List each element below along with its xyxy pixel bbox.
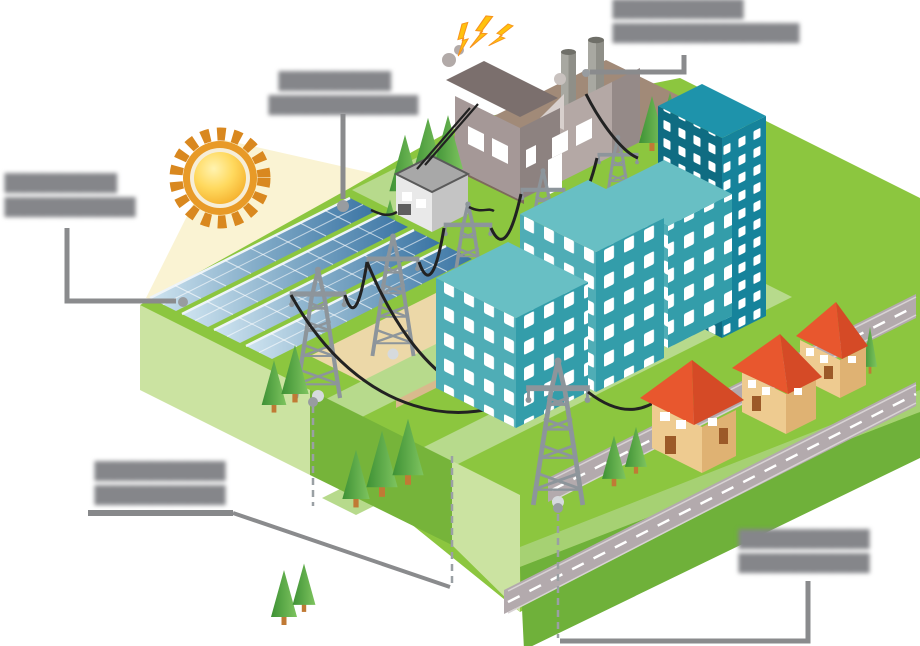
label-line: ■■■■■■■ — [92, 455, 228, 485]
label-power-plant: ■■■■■■■ ■■■■■■■■■■ — [610, 0, 802, 47]
house — [640, 360, 744, 473]
label-line: ■■■■■■ — [276, 65, 393, 95]
label-underline — [88, 510, 233, 516]
smoke-puff — [554, 73, 566, 85]
terrace-face-left — [140, 305, 310, 475]
door — [824, 366, 833, 379]
solar-panel-row — [149, 196, 376, 311]
solar-panel-row — [181, 212, 408, 327]
sun-icon — [169, 127, 271, 229]
lightning-icon — [469, 14, 494, 50]
label-solar-panels: ■■■■■■ ■■■■■■■ — [2, 167, 138, 221]
label-line: ■■■■■■■ — [92, 479, 228, 509]
transformer-box — [398, 204, 411, 215]
door — [719, 428, 728, 444]
label-transmission-towers: ■■■■■■■ ■■■■■■■ — [92, 455, 228, 509]
label-line: ■■■■■■■ — [736, 523, 872, 553]
label-line: ■■■■■■ — [2, 167, 119, 197]
leader-lines — [64, 55, 811, 644]
power-plant — [430, 14, 700, 204]
label-line: ■■■■■■■ — [2, 191, 138, 221]
leader-dots — [178, 69, 590, 513]
houses — [640, 302, 868, 473]
label-line: ■■■■■■■ — [610, 0, 746, 23]
plant-windows — [468, 118, 592, 195]
label-line: ■■■■■■■■ — [266, 89, 421, 119]
label-line: ■■■■■■■ — [736, 547, 872, 577]
label-distribution: ■■■■■■■ ■■■■■■■ — [736, 523, 872, 577]
label-inverter-station: ■■■■■■ ■■■■■■■■ — [266, 65, 421, 119]
smoke-puff — [442, 53, 456, 67]
road-lower — [504, 382, 917, 614]
door — [665, 436, 676, 454]
terrace-face-right — [520, 412, 920, 646]
office-building — [436, 242, 588, 428]
house — [732, 334, 822, 434]
office-buildings — [436, 84, 766, 428]
door — [752, 396, 761, 411]
house — [796, 302, 868, 398]
dashed-drop-lines — [311, 406, 560, 638]
label-line: ■■■■■■■■■■ — [610, 17, 802, 47]
lightning-icon — [488, 19, 514, 52]
inverter-hut — [393, 154, 471, 232]
